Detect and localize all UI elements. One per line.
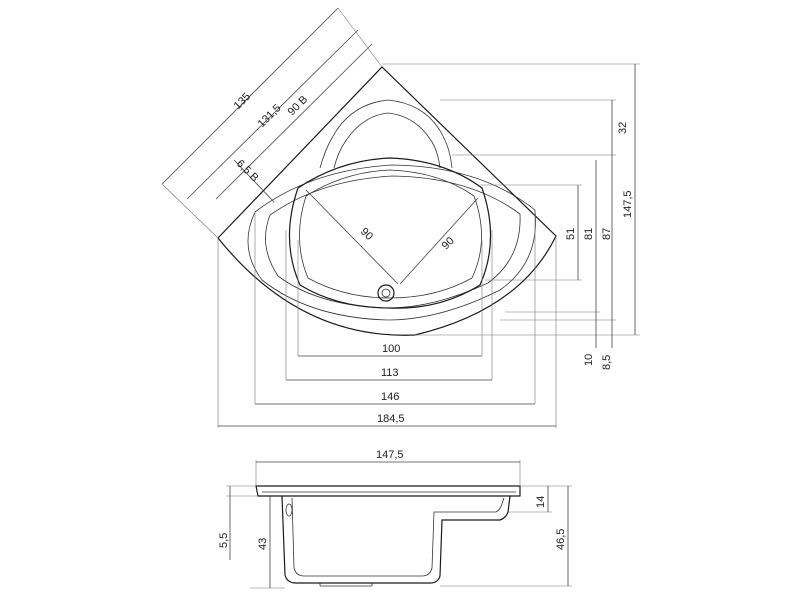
drain-inner [381, 288, 391, 298]
inner-diagonal-right [399, 197, 479, 285]
dim-line-6-5b [233, 159, 275, 203]
label-146: 146 [381, 391, 399, 403]
label-90b: 90 B [286, 94, 310, 118]
side-view: 147,5 5,5 43 14 46,5 [218, 449, 572, 589]
label-135: 135 [232, 91, 253, 112]
side-overflow [285, 503, 293, 517]
label-113: 113 [381, 367, 399, 379]
label-100: 100 [382, 343, 400, 355]
tub-basin [288, 157, 492, 309]
dim-line-90b [215, 43, 373, 200]
dim-line-131-5 [186, 29, 359, 200]
side-label-14: 14 [535, 496, 547, 508]
side-label-43: 43 [257, 538, 269, 550]
side-body [281, 495, 511, 584]
side-rim [255, 485, 521, 497]
tub-headrest-inner [333, 112, 441, 169]
side-body-inner [291, 497, 505, 577]
side-label-5-5: 5,5 [218, 533, 230, 548]
label-51: 51 [565, 228, 577, 240]
dim-line-135 [161, 7, 339, 185]
label-87: 87 [601, 228, 613, 240]
side-label-147-5: 147,5 [376, 449, 404, 461]
tub-rim [247, 164, 536, 321]
tub-rim-inner [265, 175, 521, 309]
label-81: 81 [583, 228, 595, 240]
label-131-5: 131,5 [256, 102, 284, 130]
label-147-5: 147,5 [622, 190, 634, 218]
inner-diagonal-left [305, 189, 399, 285]
tub-headrest [319, 99, 453, 169]
label-6-5b: 6,5 B [234, 158, 261, 185]
tub-basin-inner [299, 169, 482, 299]
label-32: 32 [617, 122, 629, 134]
label-8-5: 8,5 [601, 355, 613, 370]
label-184-5: 184,5 [377, 413, 405, 425]
label-inner-90-left: 90 [358, 226, 375, 243]
drain-outer [377, 284, 395, 302]
top-view: 135 131,5 90 B 6,5 B 90 90 32 147,5 51 8… [161, 7, 640, 428]
side-label-46-5: 46,5 [555, 529, 567, 550]
label-10: 10 [583, 354, 595, 366]
